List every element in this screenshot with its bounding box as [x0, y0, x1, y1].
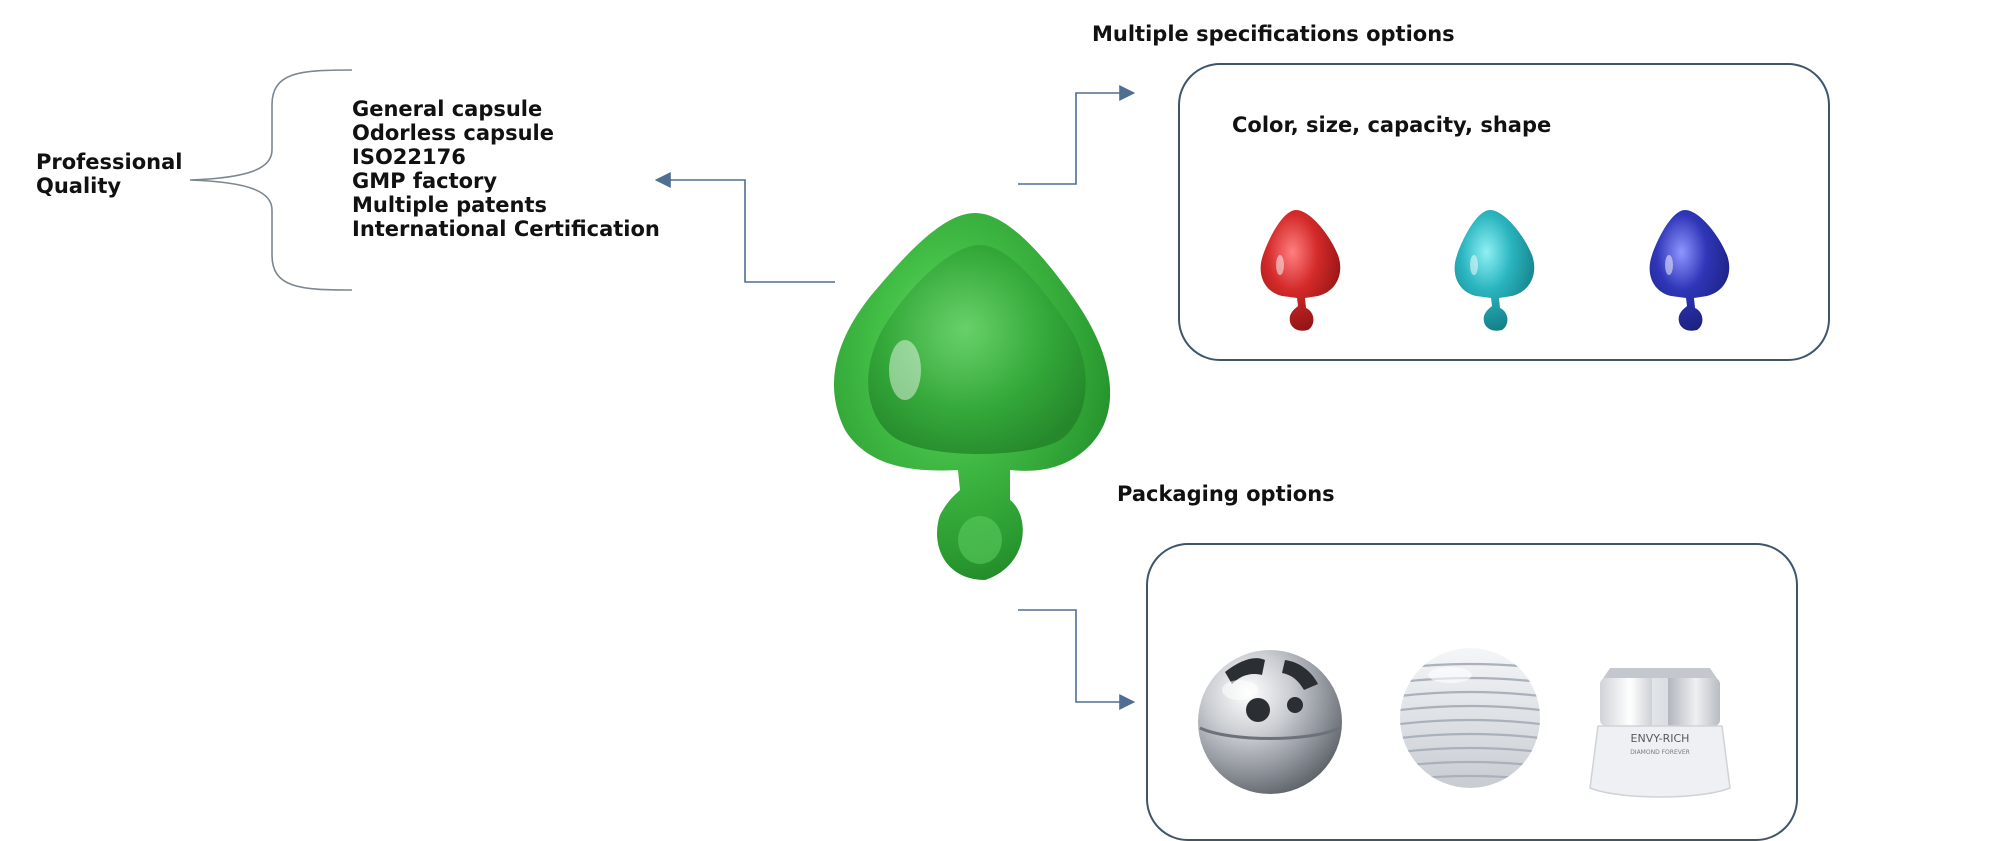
group-label-line1: Professional	[36, 150, 183, 174]
list-item: International Certification	[352, 217, 660, 241]
professional-quality-label: Professional Quality	[36, 150, 183, 198]
packaging-title: Packaging options	[1117, 482, 1335, 506]
red-capsule-image	[1260, 210, 1341, 331]
chrome-ball-package-image	[1198, 650, 1342, 794]
specifications-subtitle: Color, size, capacity, shape	[1232, 113, 1552, 137]
list-item: GMP factory	[352, 169, 498, 193]
specifications-box	[1178, 63, 1830, 361]
list-item: Multiple patents	[352, 193, 548, 217]
main-capsule-image	[833, 213, 1111, 580]
group-brace	[189, 69, 353, 291]
connector-to-packaging	[1018, 609, 1136, 710]
specifications-title: Multiple specifications options	[1092, 22, 1455, 46]
list-item: Odorless capsule	[352, 121, 554, 145]
list-item: General capsule	[352, 97, 543, 121]
striped-sphere-package-image	[1400, 648, 1540, 788]
jar-brand-text: ENVY-RICH	[1631, 732, 1690, 745]
blue-capsule-image	[1649, 210, 1730, 331]
group-label-line2: Quality	[36, 174, 122, 198]
teal-capsule-image	[1454, 210, 1535, 331]
connector-to-quality	[654, 172, 835, 283]
cosmetic-jar-package-image: ENVY-RICH DIAMOND FOREVER	[1589, 668, 1731, 798]
jar-sub-text: DIAMOND FOREVER	[1630, 749, 1690, 756]
connector-to-specifications	[1018, 85, 1136, 185]
quality-feature-list: General capsule Odorless capsule ISO2217…	[352, 97, 660, 241]
list-item: ISO22176	[352, 145, 466, 169]
